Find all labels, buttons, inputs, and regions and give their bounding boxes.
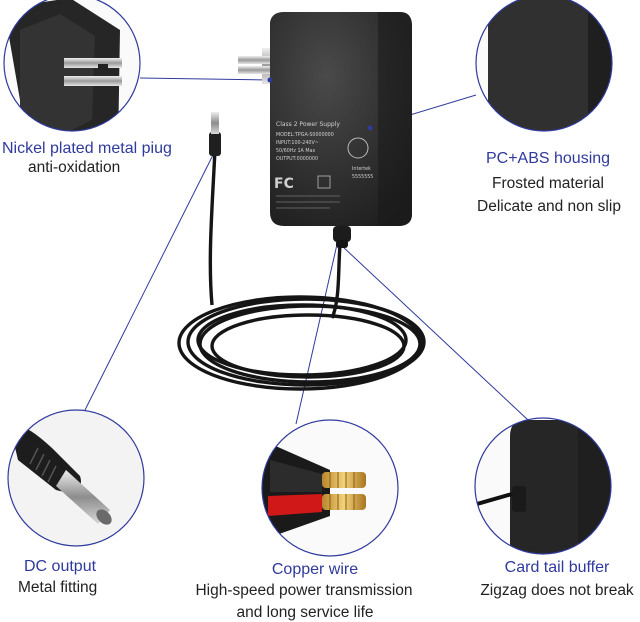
callout-copper-line1: High-speed power transmission bbox=[195, 582, 413, 599]
callout-housing-line2: Delicate and non slip bbox=[477, 198, 621, 215]
callout-circle-copper-wire bbox=[262, 420, 398, 556]
intertek-mark: Intertek bbox=[352, 166, 371, 172]
coiled-cable bbox=[177, 149, 426, 391]
callout-housing-line1: Frosted material bbox=[492, 175, 604, 192]
callout-dc-subtitle: Metal fitting bbox=[18, 579, 98, 596]
callout-circle-card-tail bbox=[475, 418, 611, 554]
callout-tail-title: Card tail buffer bbox=[504, 559, 610, 576]
fc-mark: FC bbox=[274, 176, 294, 192]
device-label-line3: INPUT:100-240V~ bbox=[276, 140, 319, 146]
ce-mark-icon bbox=[317, 175, 331, 189]
dc-plug-small bbox=[209, 112, 221, 156]
power-adapter-body: Class 2 Power Supply MODEL:TPGA-S0000000… bbox=[238, 12, 412, 248]
callout-plug-title: Nickel plated metal piug bbox=[2, 140, 172, 157]
callout-copper-line2: and long service life bbox=[236, 604, 374, 621]
callout-copper-title: Copper wire bbox=[271, 561, 359, 578]
callout-connector-lines bbox=[83, 77, 529, 425]
device-label-line2: MODEL:TPGA-S0000000 bbox=[276, 132, 334, 138]
etl-logo-icon bbox=[347, 137, 369, 159]
callout-circle-housing bbox=[476, 0, 612, 131]
callout-circle-dc-output bbox=[8, 410, 144, 546]
device-label-line4: 50/60Hz 1A Max bbox=[276, 148, 315, 154]
intertek-number: 5555555 bbox=[352, 174, 373, 180]
callout-dc-title: DC output bbox=[24, 558, 97, 575]
callout-housing-title: PC+ABS housing bbox=[485, 150, 611, 167]
callout-plug-subtitle: anti-oxidation bbox=[28, 159, 121, 176]
device-label-line5: OUTPUT:0000000 bbox=[276, 156, 318, 162]
callout-circle-plug bbox=[4, 0, 140, 131]
callout-tail-subtitle: Zigzag does not break bbox=[480, 582, 634, 599]
device-label-line1: Class 2 Power Supply bbox=[276, 121, 340, 128]
